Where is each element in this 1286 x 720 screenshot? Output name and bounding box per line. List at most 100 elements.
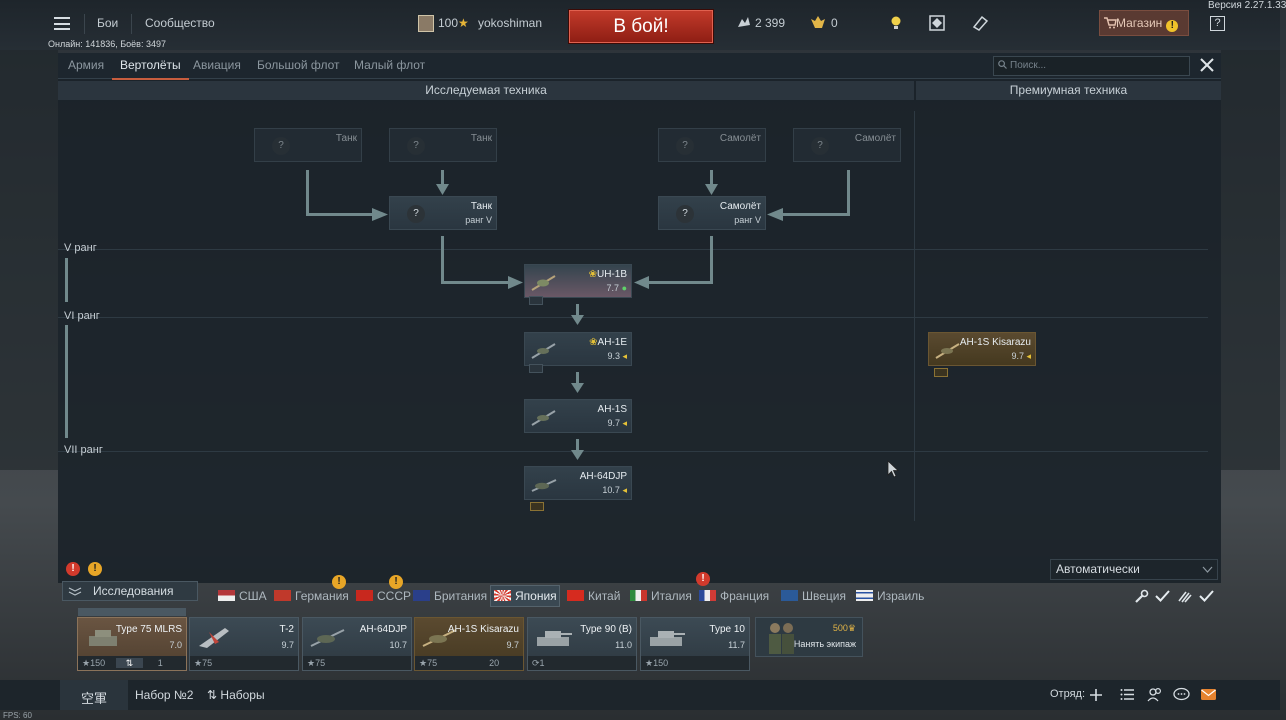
presets-button[interactable]: ⇅ Наборы (207, 688, 265, 702)
nation-tab-italy[interactable]: Италия (630, 589, 692, 603)
tab-coastal-fleet[interactable]: Малый флот (354, 58, 426, 72)
question-icon: ? (272, 137, 290, 155)
friends-icon[interactable] (1147, 687, 1163, 702)
cart-icon (1104, 17, 1117, 29)
nav-battles[interactable]: Бои (97, 16, 119, 30)
checkmark-icon[interactable] (1199, 589, 1214, 603)
nation-tab-japan[interactable]: Япония (494, 589, 557, 603)
question-icon: ? (407, 205, 425, 223)
ghost-plane-card[interactable]: ? Самолёт (658, 128, 766, 162)
premium-column-header: Премиумная техника (916, 81, 1221, 100)
ghost-plane-card[interactable]: ? Самолёт (793, 128, 901, 162)
slot-battle-rating: 9.7 (506, 640, 519, 650)
vehicle-card-ah-64djp[interactable]: AH-64DJP 10.7 ◂ (524, 466, 632, 500)
question-icon: ? (811, 137, 829, 155)
player-name[interactable]: yokoshiman (478, 16, 543, 30)
tab-bluewater-fleet[interactable]: Большой флот (257, 58, 340, 72)
nav-community[interactable]: Сообщество (145, 16, 215, 30)
nation-tab-germany[interactable]: Германия (274, 589, 349, 603)
status-dot-icon: ◂ (1026, 351, 1031, 361)
preset-name[interactable]: Набор №2 (135, 688, 194, 702)
vehicle-card-uh-1b[interactable]: ❀UH-1B 7.7 ● (524, 264, 632, 298)
hire-crew-slot[interactable]: 500♛ Нанять экипаж (755, 617, 863, 657)
battle-rating: 9.7 ◂ (1011, 351, 1031, 361)
vehicle-name: Танк (470, 133, 492, 144)
rank-divider (58, 451, 1208, 452)
crew-slot[interactable]: Type 75 MLRS 7.0 ★150 ⇅ 1 (77, 617, 187, 671)
list-icon[interactable] (1120, 688, 1134, 701)
country-tab[interactable]: 空軍 (81, 691, 108, 706)
tab-army[interactable]: Армия (68, 58, 105, 72)
alert-icon[interactable]: ! (88, 562, 102, 576)
alert-icon[interactable]: ! (66, 562, 80, 576)
tab-helicopters[interactable]: Вертолёты (112, 58, 189, 80)
crew-slot[interactable]: Type 90 (B) 11.0 ⟳1 (527, 617, 637, 671)
vehicle-card-ah-1s-kisarazu[interactable]: AH-1S Kisarazu 9.7 ◂ (928, 332, 1036, 366)
slot-vehicle-name: AH-64DJP (359, 624, 407, 635)
vehicle-card-ah-1e[interactable]: ❀AH-1E 9.3 ◂ (524, 332, 632, 366)
helicopter-icon (422, 629, 457, 647)
auto-select-dropdown[interactable]: Автоматически (1050, 559, 1218, 580)
crew-slot[interactable]: Type 10 11.7 ★150 (640, 617, 750, 671)
helicopter-icon (531, 275, 556, 291)
add-icon[interactable] (1089, 688, 1103, 702)
vehicle-card-ah-1s[interactable]: AH-1S 9.7 ◂ (524, 399, 632, 433)
mail-icon[interactable] (1200, 687, 1217, 702)
wrench-icon[interactable] (1134, 589, 1149, 604)
search-input[interactable]: Поиск... (993, 56, 1190, 76)
rank-progress-arrow (65, 325, 68, 438)
nation-tab-usa[interactable]: США (218, 589, 267, 603)
ammo-icon[interactable] (1177, 589, 1192, 603)
tank-icon (89, 630, 117, 646)
search-icon (998, 60, 1007, 69)
chat-icon[interactable] (1173, 687, 1190, 702)
ghost-tank-card[interactable]: ? Танк (389, 128, 497, 162)
swap-icon[interactable]: ⇅ (115, 658, 144, 668)
crew-slot[interactable]: T-2 9.7 ★75 (189, 617, 299, 671)
vehicle-name: AH-64DJP (579, 471, 627, 482)
nation-tab-france[interactable]: Франция (699, 589, 769, 603)
player-level: 100★ (438, 16, 469, 30)
lightbulb-icon[interactable] (890, 15, 902, 31)
nation-tab-china[interactable]: Китай (567, 589, 620, 603)
tree-connector (576, 304, 579, 318)
checkmark-icon[interactable] (1155, 589, 1170, 603)
arrow-right-icon (508, 276, 523, 289)
close-icon[interactable] (1198, 56, 1216, 74)
slot-footer: ⟳1 (528, 656, 636, 670)
shop-button[interactable]: Магазин! (1099, 10, 1189, 36)
nation-tab-ussr[interactable]: СССР (356, 589, 411, 603)
research-button[interactable]: Исследования (62, 581, 198, 601)
chevron-down-icon (1202, 566, 1213, 573)
vehicle-type-tabs: Армия Вертолёты Авиация Большой флот Мал… (58, 53, 1221, 80)
ghost-tank-card[interactable]: ? Танк (254, 128, 362, 162)
to-battle-button[interactable]: В бой! (569, 10, 713, 43)
nation-tab-sweden[interactable]: Швеция (781, 589, 846, 603)
avatar[interactable] (418, 15, 434, 32)
background-building (1221, 50, 1280, 470)
required-plane-card[interactable]: ? Самолёт ранг V (658, 196, 766, 230)
tab-aviation[interactable]: Авиация (193, 58, 241, 72)
question-icon: ? (407, 137, 425, 155)
research-tree-window: Армия Вертолёты Авиация Большой флот Мал… (58, 53, 1221, 583)
nation-tab-britain[interactable]: Британия (413, 589, 487, 603)
hire-price: 500♛ (832, 623, 856, 633)
required-tank-card[interactable]: ? Танк ранг V (389, 196, 497, 230)
coupon-icon[interactable] (971, 15, 989, 31)
help-button[interactable]: ? (1210, 16, 1225, 31)
tree-connector (306, 170, 309, 215)
hamburger-menu-icon[interactable] (54, 17, 70, 30)
crew-tag (934, 368, 948, 377)
diamond-icon[interactable] (929, 15, 945, 31)
nation-tab-israel[interactable]: Израиль (856, 589, 924, 603)
slot-battle-rating: 7.0 (169, 640, 182, 650)
battle-rating: 10.7 ◂ (602, 485, 627, 495)
battle-rating: 7.7 ● (606, 283, 627, 293)
helicopter-icon (531, 343, 556, 359)
vehicle-name: Самолёт (719, 201, 761, 212)
arrow-down-icon (705, 184, 718, 195)
crew-slot[interactable]: AH-64DJP 10.7 ★75 (302, 617, 412, 671)
arrow-down-icon (436, 184, 449, 195)
